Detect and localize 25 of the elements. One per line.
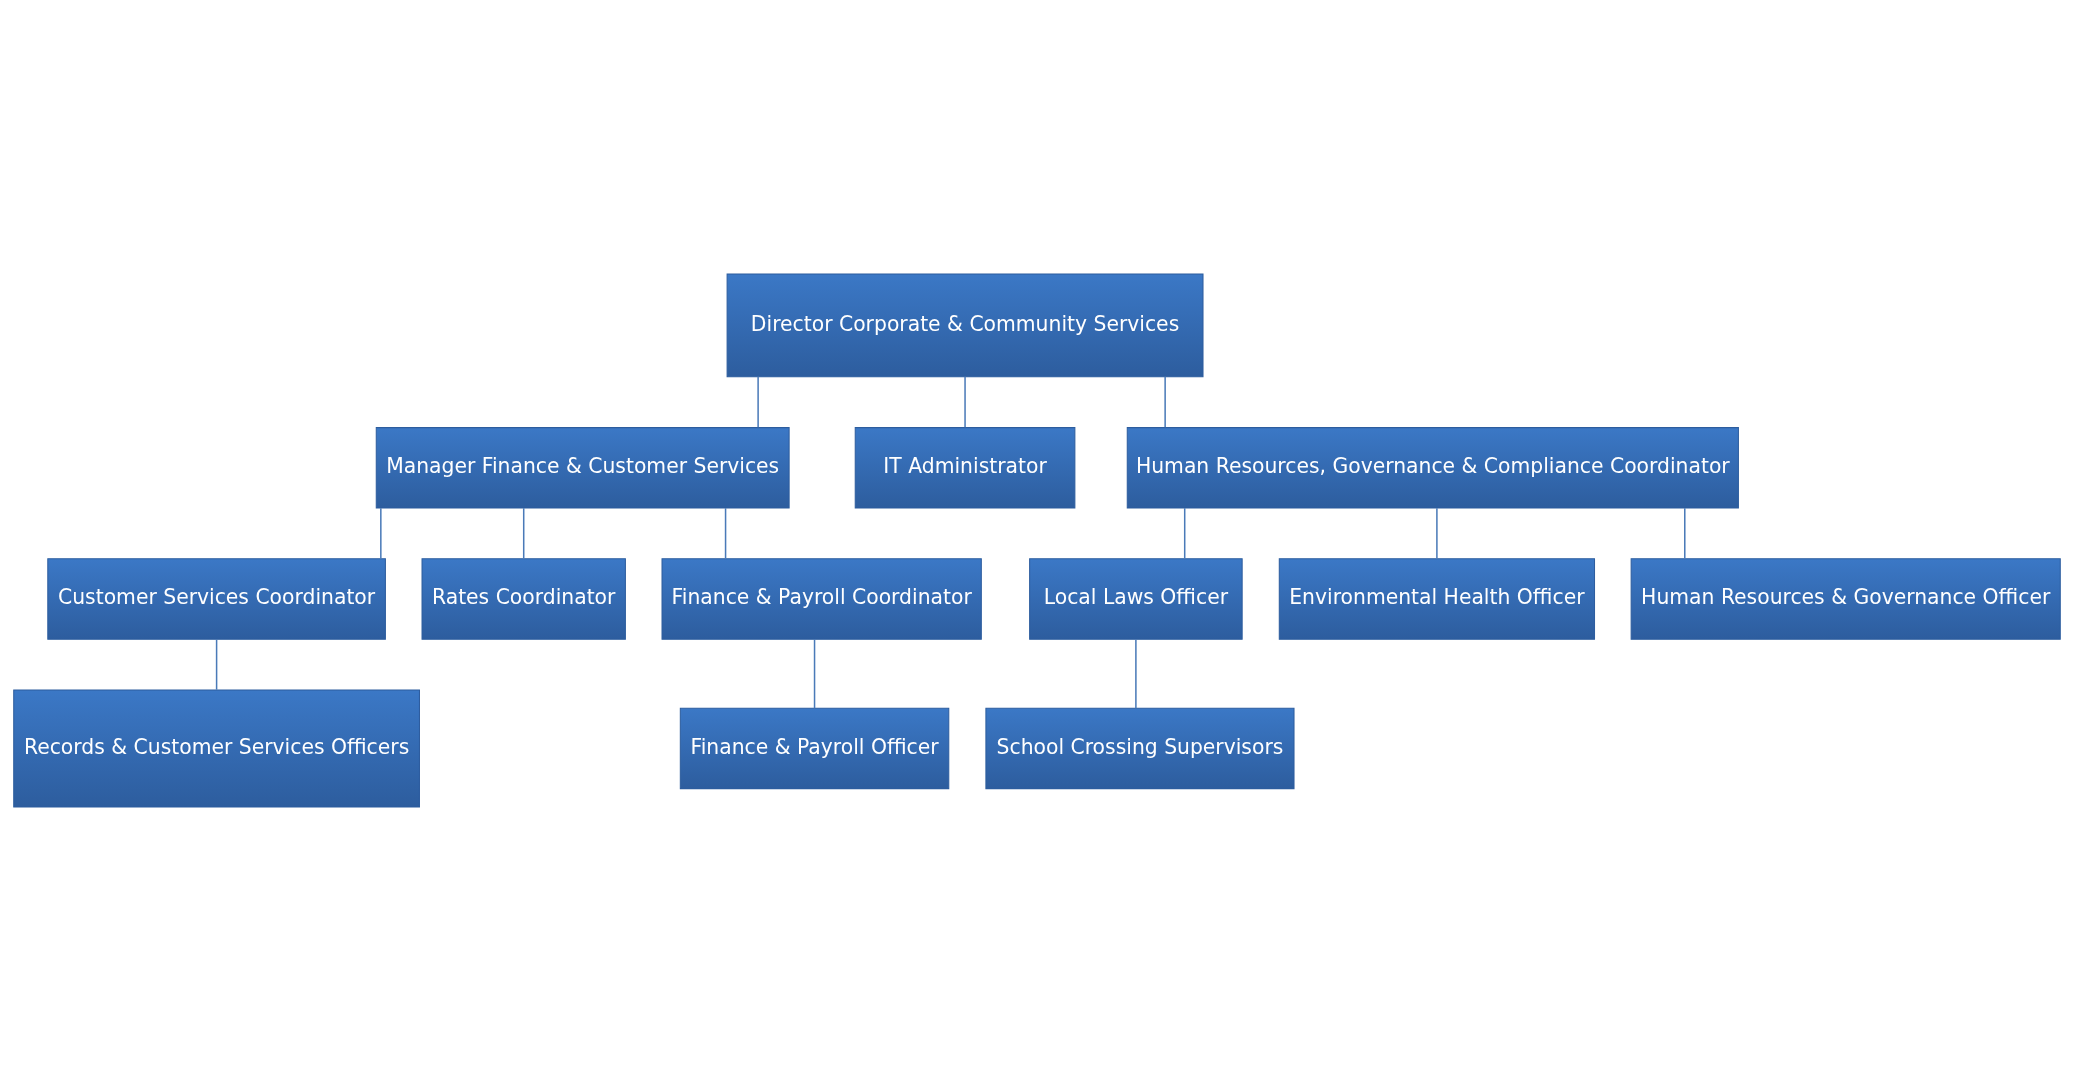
node-box: Finance & Payroll Officer: [679, 707, 950, 789]
node-box: Records & Customer Services Officers: [13, 689, 420, 807]
node-box: Finance & Payroll Coordinator: [661, 557, 982, 640]
connector: [1183, 506, 1186, 559]
node-box: Human Resources & Governance Officer: [1630, 557, 2061, 640]
node-box: School Crossing Supervisors: [985, 707, 1295, 789]
node-box: Director Corporate & Community Services: [726, 273, 1204, 377]
connector: [813, 638, 816, 709]
connector: [1164, 375, 1166, 428]
node-box: Customer Services Coordinator: [47, 557, 386, 640]
node-box: Environmental Health Officer: [1278, 557, 1596, 640]
connector: [1135, 638, 1137, 709]
node-box: Local Laws Officer: [1029, 557, 1243, 640]
connector: [1684, 506, 1686, 559]
connector: [215, 638, 218, 690]
connector: [724, 506, 727, 559]
node-box: IT Administrator: [854, 426, 1076, 508]
node-box: Human Resources, Governance & Compliance Coordinator: [1126, 426, 1739, 508]
connector: [522, 506, 525, 559]
node-box: Rates Coordinator: [421, 557, 626, 640]
connector: [964, 375, 966, 428]
node-box: Manager Finance & Customer Services: [375, 426, 790, 508]
connector: [757, 375, 759, 428]
connector: [380, 506, 382, 559]
connector: [1436, 506, 1438, 559]
